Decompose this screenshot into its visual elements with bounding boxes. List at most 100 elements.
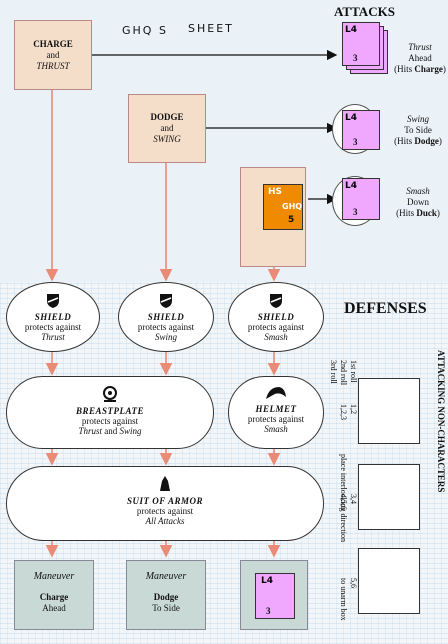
box-line: SWING (153, 134, 181, 144)
defense-vs: Thrust and Swing (7, 426, 213, 436)
roll-r4: 5,6 (349, 578, 358, 588)
maneuver-counter[interactable]: L4 3 (255, 573, 295, 619)
smash-description: Smash Down (Hits Duck) (388, 186, 448, 219)
defense-name: SHIELD (34, 312, 72, 322)
attack-dir: To Side (404, 125, 432, 135)
thrust-description: Thrust Ahead (Hits Charge) (392, 42, 448, 75)
box-line: and (46, 49, 60, 60)
roll-r3: 3,4 (349, 494, 358, 504)
roll-r1: 1,2,3 (339, 404, 348, 420)
attack-dir: Ahead (408, 53, 432, 63)
hits-target: Duck (416, 208, 437, 218)
smash-counter[interactable]: L4 3 (342, 178, 380, 220)
maneuver-bold: Charge (39, 592, 69, 602)
attack-hits: (Hits Duck) (388, 208, 448, 219)
breastplate: BREASTPLATE protects against Thrust and … (6, 376, 214, 449)
maneuver-counter-box: L4 3 (240, 560, 308, 630)
defense-line: protects against (247, 414, 305, 424)
defense-line: protects against (81, 416, 139, 426)
maneuver-title: Maneuver (145, 571, 187, 582)
ghq-label: HS (267, 187, 282, 197)
maneuver-charge[interactable]: Maneuver Charge Ahead (14, 560, 94, 630)
defense-vs: Thrust (41, 332, 65, 342)
roll-unarm: to unarm box (339, 578, 348, 621)
roll-r3b: 4,5,6 (339, 494, 348, 510)
sheet-title-right: SHEET (188, 22, 234, 35)
shield-swing: SHIELD protects against Swing (118, 282, 214, 352)
charge-thrust-box: CHARGE and THRUST (14, 20, 92, 90)
sheet-title-left: GHQ S (122, 24, 168, 37)
second-roll: 2nd roll (339, 360, 348, 386)
box-line: CHARGE (33, 38, 73, 49)
ghq-value: 5 (288, 215, 295, 225)
counter-value: 3 (266, 606, 271, 616)
defense-line: protects against (137, 322, 195, 332)
thrust-counter[interactable]: L4 3 (342, 22, 380, 66)
roll-box-2[interactable] (358, 464, 420, 530)
hits-pre: (Hits (396, 208, 417, 218)
attack-hits: (Hits Dodge) (388, 136, 448, 147)
hits-post: ) (436, 208, 440, 218)
swing-counter[interactable]: L4 3 (342, 110, 380, 150)
roll-box-3[interactable] (358, 548, 420, 614)
vs-and: and (104, 426, 118, 436)
helmet: HELMET protects against Smash (228, 376, 324, 449)
defense-name: HELMET (255, 404, 297, 414)
maneuver-bold: Dodge (153, 592, 179, 602)
maneuver-title: Maneuver (33, 571, 75, 582)
defense-vs: Swing (154, 332, 177, 342)
counter-label: L4 (345, 25, 357, 35)
ghq-counter[interactable]: HS GHQ 5 (263, 184, 303, 230)
attack-dir: Down (407, 197, 429, 207)
vs-1: Thrust (78, 426, 102, 436)
hits-pre: (Hits (394, 64, 415, 74)
attack-verb: Smash (406, 186, 430, 196)
hits-post: ) (442, 64, 446, 74)
hits-target: Dodge (414, 136, 439, 146)
third-roll: 3rd roll (329, 360, 338, 384)
maneuver-dodge[interactable]: Maneuver Dodge To Side (126, 560, 206, 630)
roll-box-1[interactable] (358, 378, 420, 444)
attacking-label: ATTACKING NON-CHARACTERS (436, 350, 446, 493)
maneuver-sub: To Side (152, 603, 180, 613)
counter-label: L4 (261, 576, 273, 586)
defense-name: SHIELD (147, 312, 185, 322)
defense-line: protects against (24, 322, 82, 332)
box-line: DODGE (150, 112, 184, 122)
hits-target: Charge (414, 64, 443, 74)
counter-value: 3 (353, 207, 358, 217)
shield-smash: SHIELD protects against Smash (228, 282, 324, 352)
helmet-icon (266, 387, 286, 399)
shield-icon (47, 294, 59, 308)
shield-thrust: SHIELD protects against Thrust (6, 282, 100, 352)
vs-2: Swing (119, 426, 142, 436)
ghq-counter-box: HS GHQ 5 (240, 167, 306, 267)
counter-label: L4 (345, 113, 357, 123)
counter-value: 3 (353, 137, 358, 147)
defense-vs: All Attacks (145, 516, 185, 526)
hits-pre: (Hits (394, 136, 415, 146)
defense-name: BREASTPLATE (75, 406, 145, 416)
dodge-swing-box: DODGE and SWING (128, 94, 206, 163)
suit-of-armor: SUIT OF ARMOR protects against All Attac… (6, 466, 324, 541)
defense-line: protects against (136, 506, 194, 516)
attacks-heading: ATTACKS (334, 4, 395, 19)
defense-name: SHIELD (257, 312, 295, 322)
breastplate-icon (103, 386, 117, 402)
maneuver-sub: Ahead (42, 603, 66, 613)
swing-description: Swing To Side (Hits Dodge) (388, 114, 448, 147)
counter-value: 3 (353, 53, 358, 63)
counter-label: L4 (345, 181, 357, 191)
ghq-tag: GHQ (282, 202, 303, 211)
first-roll: 1st roll (349, 360, 358, 383)
knight-icon (160, 476, 170, 491)
defense-line: protects against (247, 322, 305, 332)
defense-name: SUIT OF ARMOR (126, 496, 204, 506)
defense-vs: Smash (264, 424, 288, 434)
attack-hits: (Hits Charge) (392, 64, 448, 75)
defense-vs: Smash (264, 332, 288, 342)
hits-post: ) (438, 136, 442, 146)
roll-r2: 1,2 (349, 404, 358, 414)
defenses-heading: DEFENSES (344, 300, 427, 317)
